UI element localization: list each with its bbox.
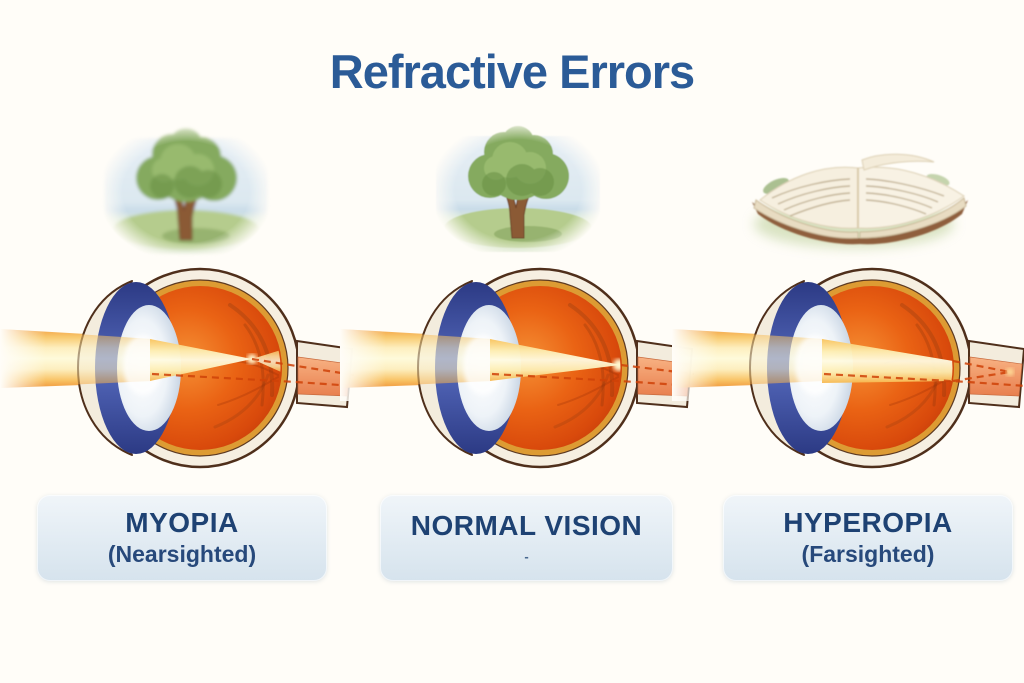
- condition-subname: (Nearsighted): [107, 541, 257, 568]
- blurry-tree-image: [104, 128, 268, 254]
- condition-subname: -: [524, 549, 529, 565]
- label-card-hyperopia: HYPEROPIA (Farsighted): [723, 495, 1013, 581]
- label-card-myopia: MYOPIA (Nearsighted): [37, 495, 327, 581]
- page-title: Refractive Errors: [329, 45, 695, 98]
- eye-diagram-myopia: [0, 267, 355, 469]
- condition-name: MYOPIA: [125, 507, 239, 539]
- eye-diagram-hyperopia: [672, 267, 1024, 469]
- blurry-open-book-image: [752, 153, 968, 248]
- label-card-normal-vision: NORMAL VISION -: [380, 495, 673, 581]
- panel-myopia: MYOPIA (Nearsighted): [0, 0, 355, 683]
- condition-subname: (Farsighted): [801, 541, 935, 568]
- condition-name: NORMAL VISION: [410, 510, 643, 542]
- panel-normal-vision: NORMAL VISION -: [340, 0, 695, 683]
- eye-diagram-normal: [340, 267, 695, 469]
- sharp-tree-image: [436, 126, 600, 252]
- panel-hyperopia: HYPEROPIA (Farsighted): [672, 0, 1024, 683]
- condition-name: HYPEROPIA: [783, 507, 953, 539]
